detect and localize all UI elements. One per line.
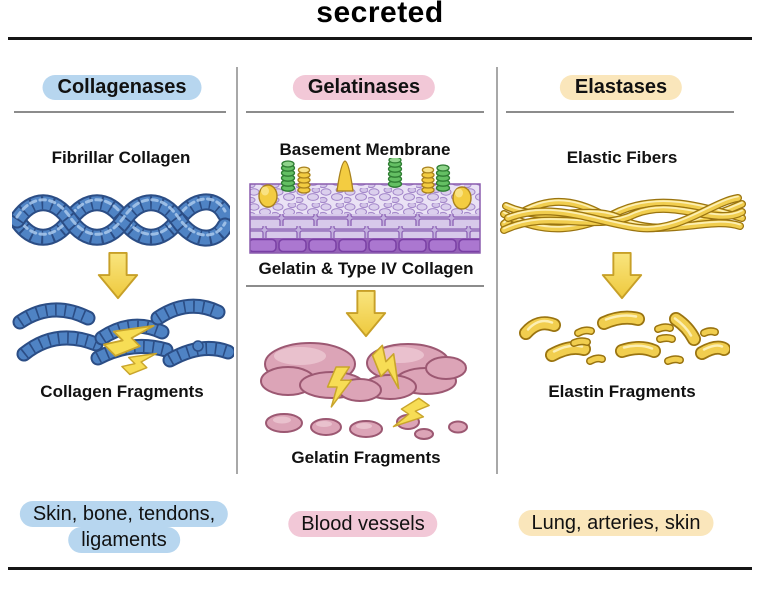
basement-membrane-illustration xyxy=(249,158,481,254)
fragment-pieces xyxy=(12,298,234,368)
substrate-label-elastic: Elastic Fibers xyxy=(566,148,678,167)
down-arrow-icon xyxy=(601,252,643,300)
substrate-label-gelatin: Gelatin & Type IV Collagen xyxy=(258,259,474,278)
header-underline xyxy=(14,111,226,113)
membrane-globule-icon xyxy=(258,184,472,210)
substrate-label-basement-membrane: Basement Membrane xyxy=(279,140,451,159)
fibrillar-collagen-illustration xyxy=(12,193,230,247)
lightning-bolt-icon xyxy=(392,397,430,428)
elastic-fibers-illustration xyxy=(500,194,746,234)
column-divider-right xyxy=(496,67,498,474)
product-label-gelatin: Gelatin Fragments xyxy=(291,448,441,467)
down-arrow-icon xyxy=(345,290,387,338)
collagen-fragments-illustration xyxy=(12,298,234,376)
gelatin-underline xyxy=(246,285,484,287)
elastin-pieces xyxy=(519,310,730,362)
top-rule xyxy=(8,37,752,40)
bottom-rule xyxy=(8,567,752,570)
tissues-elastases: Lung, arteries, skin xyxy=(518,510,714,536)
down-arrow-icon xyxy=(97,252,139,300)
header-underline xyxy=(506,111,734,113)
elastin-chips xyxy=(570,323,719,365)
elastin-fragments-illustration xyxy=(519,310,730,365)
gelatin-fragments-illustration xyxy=(260,342,468,440)
product-label-elastin: Elastin Fragments xyxy=(548,382,696,401)
substrate-label-collagen: Fibrillar Collagen xyxy=(51,148,191,167)
lightning-bolt-icon xyxy=(371,344,400,390)
lightning-bolt-icon xyxy=(326,366,353,408)
lightning-bolt-icon xyxy=(103,324,155,357)
gelatinases-header: Gelatinases xyxy=(292,75,436,100)
collagenases-header: Collagenases xyxy=(42,75,202,100)
membrane-coil-icon xyxy=(297,160,435,194)
column-divider-left xyxy=(236,67,238,474)
lightning-bolt-icon xyxy=(121,352,158,376)
membrane-cone-icon xyxy=(336,160,354,192)
product-label-collagen: Collagen Fragments xyxy=(40,382,204,401)
elastases-header: Elastases xyxy=(559,75,683,100)
page-title: secreted xyxy=(316,0,444,29)
tissues-collagenases-line1: Skin, bone, tendons, xyxy=(19,501,229,527)
membrane-coil-icon xyxy=(280,158,451,192)
gelatin-highlights xyxy=(273,347,424,429)
tissues-collagenases-line2: ligaments xyxy=(68,527,180,553)
tissues-gelatinases: Blood vessels xyxy=(288,511,438,537)
header-underline xyxy=(246,111,484,113)
